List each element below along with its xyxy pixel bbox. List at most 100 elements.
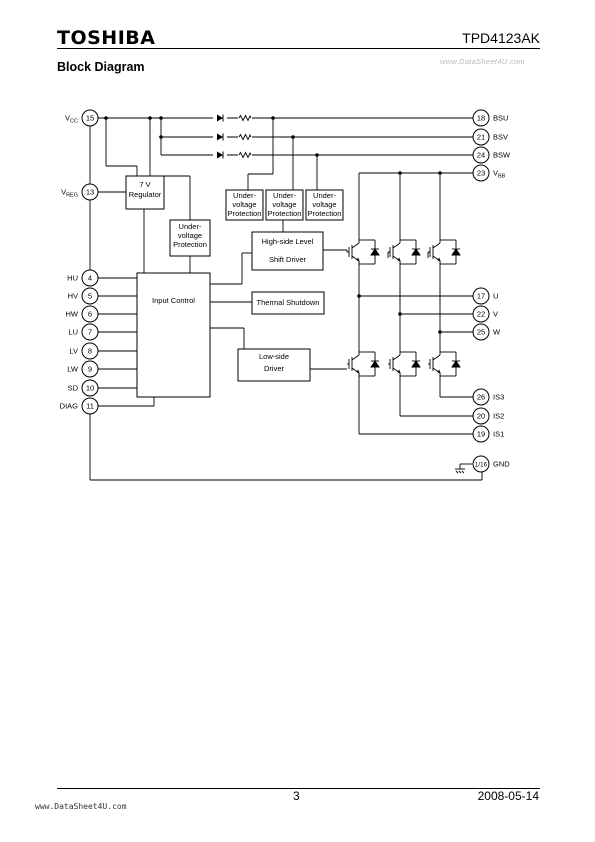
pin-label: LW	[67, 365, 79, 374]
part-number: TPD4123AK	[462, 30, 540, 46]
pin-5: 5HV	[68, 287, 99, 305]
svg-text:Under-: Under-	[273, 191, 296, 200]
regulator-label-1: 7 V	[139, 180, 150, 189]
pin-label-text: BSV	[493, 133, 508, 142]
regulator-label-2: Regulator	[129, 190, 162, 199]
pin-circle	[81, 109, 99, 127]
pin-25: 25 W	[472, 323, 501, 341]
pin-label-text: GND	[493, 460, 510, 469]
svg-text:Under-: Under-	[313, 191, 336, 200]
footer-rule	[57, 788, 540, 789]
block-boxes	[125, 175, 344, 398]
pin-circle	[472, 388, 490, 406]
pin-label: SD	[68, 384, 79, 393]
igbt-cell	[347, 236, 380, 268]
pin-circle	[472, 323, 490, 341]
svg-text:Driver: Driver	[264, 364, 285, 373]
pin-number: 22	[477, 310, 485, 319]
pin-label-text: V	[493, 310, 498, 319]
igbt-cell	[347, 348, 380, 380]
uvp-block-u	[225, 189, 264, 221]
junction-dots	[104, 116, 442, 334]
svg-text:Shift Driver: Shift Driver	[269, 255, 307, 264]
pin-number: 25	[477, 328, 485, 337]
pin-circle	[472, 287, 490, 305]
svg-text:High-side Level: High-side Level	[262, 237, 314, 246]
pin-number: 5	[88, 292, 92, 301]
pin-circle	[81, 269, 99, 287]
pin-circle	[81, 323, 99, 341]
pin-label: VCC	[65, 114, 78, 125]
pin-circle	[81, 360, 99, 378]
svg-text:Thermal Shutdown: Thermal Shutdown	[257, 298, 320, 307]
pin-number: 20	[477, 412, 485, 421]
pin-label: LU	[68, 328, 78, 337]
pin-circle	[472, 164, 490, 182]
pin-circle	[472, 128, 490, 146]
pin-number: 7	[88, 328, 92, 337]
igbt-cell	[388, 348, 421, 380]
uvp-regulator-block	[169, 219, 211, 257]
toshiba-logo: TOSHIBA	[57, 27, 156, 49]
ls-driver-label-1: Low-side	[259, 352, 289, 361]
pin-label-text: LU	[68, 328, 78, 337]
input-control-block	[136, 272, 211, 398]
pin-7: 7 LU	[68, 323, 99, 341]
pin-circle	[472, 407, 490, 425]
pin-label: BSW	[493, 151, 511, 160]
bootstrap-diode-icons	[213, 114, 252, 159]
igbt-cell	[428, 236, 461, 268]
pin-label-sub: BB	[498, 173, 506, 179]
svg-text:Regulator: Regulator	[129, 190, 162, 199]
pin-number: 6	[88, 310, 92, 319]
pin-label-text: BSW	[493, 151, 511, 160]
regulator-block	[125, 175, 165, 210]
low-side-driver-block	[237, 348, 311, 382]
pin-number: 1/16	[475, 462, 488, 469]
pin-1-16: 1/16 GND	[472, 455, 510, 473]
pin-markers: 15VCC13VREG4HU5HV6HW7LU8LV9LW10SD11DIAG1…	[60, 109, 511, 473]
thermal-shutdown-label: Thermal Shutdown	[257, 298, 320, 307]
pin-9: 9 LW	[67, 360, 99, 378]
pin-number: 9	[88, 365, 92, 374]
pin-number: 13	[86, 188, 94, 197]
uvp-block-v	[265, 189, 304, 221]
pin-label: DIAG	[60, 402, 79, 411]
uvp-reg-label-2: voltage	[178, 231, 202, 240]
pin-circle	[472, 146, 490, 164]
pin-label: BSV	[493, 133, 508, 142]
uvp1-label-2: voltage	[232, 200, 256, 209]
pin-number: 11	[86, 402, 94, 411]
pin-label: VBB	[493, 169, 506, 180]
pin-label: HU	[67, 274, 78, 283]
high-side-driver-block	[251, 231, 324, 271]
pin-label-main: V	[493, 169, 498, 178]
uvp1-label-1: Under-	[233, 191, 256, 200]
svg-text:voltage: voltage	[178, 231, 202, 240]
pin-label-text: SD	[68, 384, 79, 393]
pin-label: GND	[493, 460, 510, 469]
thermal-shutdown-block	[251, 291, 325, 315]
uvp2-label-1: Under-	[273, 191, 296, 200]
svg-text:Protection: Protection	[308, 209, 342, 218]
uvp2-label-2: voltage	[272, 200, 296, 209]
pin-label-text: IS1	[493, 430, 504, 439]
svg-text:Input Control: Input Control	[152, 296, 195, 305]
pin-circle	[81, 379, 99, 397]
pin-label-main: V	[65, 114, 70, 123]
pin-label-text: W	[493, 328, 501, 337]
pin-label: U	[493, 292, 498, 301]
pin-number: 15	[86, 114, 94, 123]
svg-text:Under-: Under-	[179, 222, 202, 231]
pin-circle	[472, 109, 490, 127]
igbt-cell	[388, 236, 421, 268]
pin-label-text: BSU	[493, 114, 508, 123]
